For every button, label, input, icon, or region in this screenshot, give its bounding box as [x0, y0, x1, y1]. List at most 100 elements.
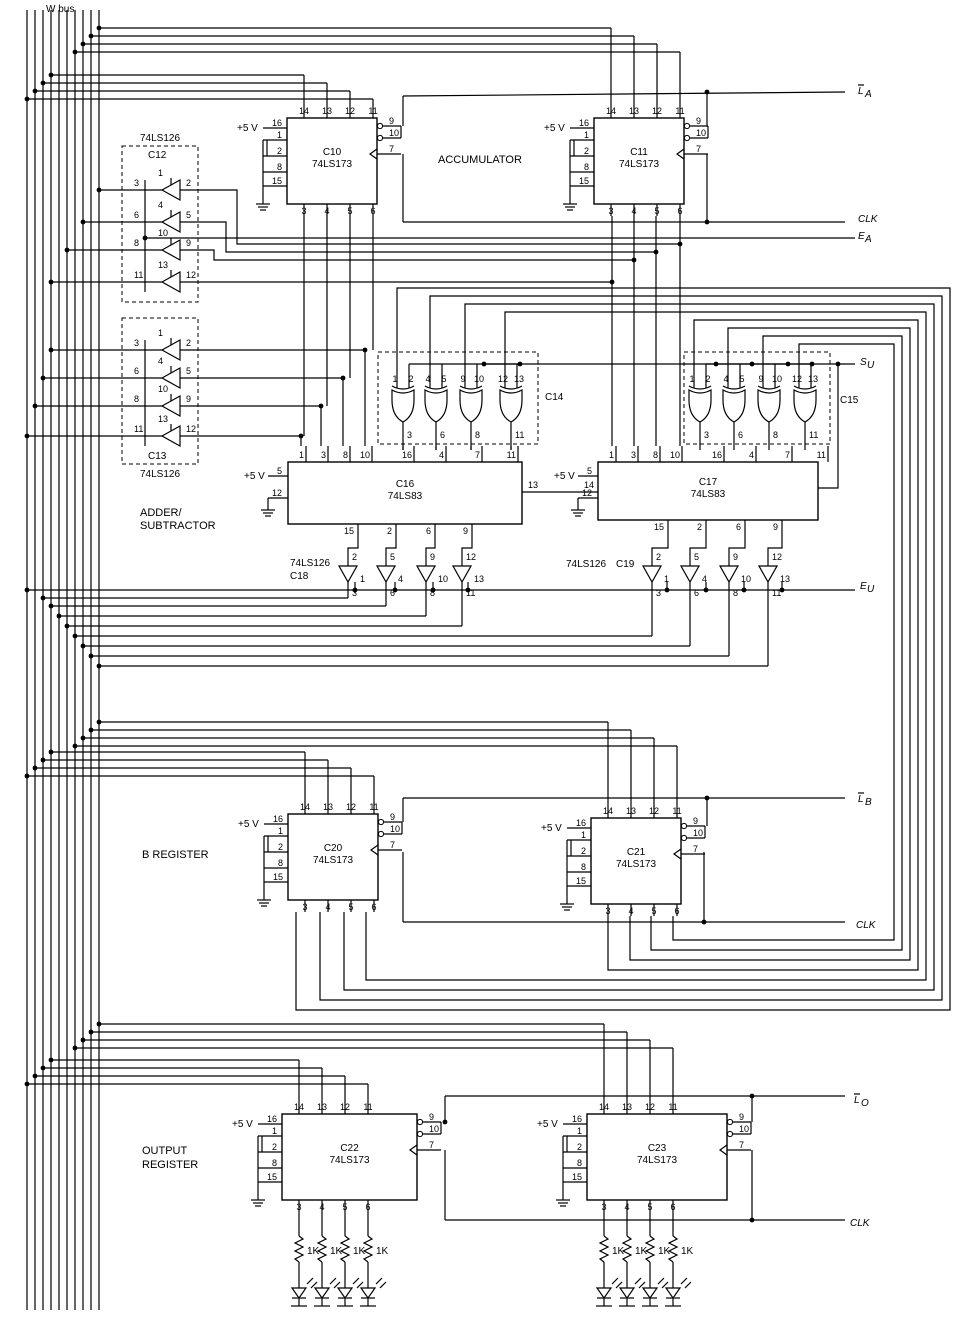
pin-number-right: 10 — [693, 828, 703, 838]
junction-dot — [442, 1119, 448, 1125]
xor-gate — [424, 388, 448, 423]
junction-dot — [32, 765, 38, 771]
junction-dot — [32, 1073, 38, 1079]
inversion-bubble — [680, 822, 688, 830]
light-arrow — [306, 1277, 314, 1285]
wire — [295, 287, 951, 1011]
pin-number-right: 7 — [693, 844, 698, 854]
pin-number-bottom: 2 — [697, 522, 702, 532]
pin-number-out: 8 — [475, 430, 480, 440]
pin-number-left: 15 — [267, 1172, 277, 1182]
pin-number-right: 9 — [390, 812, 395, 822]
chip-id: C21 — [627, 847, 646, 858]
pin-number-top: 12 — [649, 806, 659, 816]
chip-id: C23 — [648, 1143, 667, 1154]
junction-dot — [749, 1217, 755, 1223]
chip-part: 74LS173 — [619, 159, 659, 170]
chip-id: C16 — [396, 479, 415, 490]
pin-number-top: 13 — [622, 1102, 632, 1112]
buffer-gate — [375, 565, 397, 584]
pin-number-bottom: 6 — [674, 906, 679, 916]
pin-number-in: 5 — [186, 366, 191, 376]
pin-number-out: 8 — [134, 394, 139, 404]
pin-number-left: 1 — [584, 130, 589, 140]
pin-number-top: 7 — [785, 450, 790, 460]
pin-number-in: 13 — [514, 374, 524, 384]
xor-gate — [459, 388, 483, 423]
xor-gate — [793, 388, 817, 423]
clock-edge — [675, 148, 685, 160]
inversion-bubble — [680, 834, 688, 842]
junction-dot — [72, 743, 78, 749]
resistor — [293, 1235, 305, 1263]
clock-edge — [368, 148, 378, 160]
light-arrow — [333, 1281, 341, 1289]
wire — [650, 335, 903, 951]
light-arrow — [657, 1277, 665, 1285]
junction-dot — [631, 257, 637, 263]
chip-id: C10 — [323, 147, 342, 158]
pin-number-top: 13 — [317, 1102, 327, 1112]
pin-number-left: 15 — [576, 876, 586, 886]
buffer-gate — [415, 565, 437, 584]
resistor-value: 1K — [353, 1246, 366, 1257]
chip-outline — [121, 317, 199, 465]
wire — [767, 534, 783, 566]
junction-dot — [72, 633, 78, 639]
junction-dot — [48, 347, 54, 353]
junction-dot — [88, 727, 94, 733]
pin-number-out: 3 — [407, 430, 412, 440]
xor-gate-back — [424, 385, 448, 390]
led — [290, 1287, 308, 1300]
pin-number-top: 14 — [299, 106, 309, 116]
wire — [365, 311, 927, 981]
junction-dot — [72, 49, 78, 55]
wire — [672, 343, 895, 941]
resistor — [316, 1235, 328, 1263]
pin-number-in: 2 — [186, 338, 191, 348]
pin-number-right: 9 — [739, 1112, 744, 1122]
pin-number-top: 1 — [299, 450, 304, 460]
inversion-bubble — [377, 818, 385, 826]
pin-number-top: 1 — [609, 450, 614, 460]
chip-body — [597, 461, 819, 521]
junction-dot — [24, 587, 30, 593]
junction-dot — [80, 1037, 86, 1043]
light-arrow — [661, 1281, 669, 1289]
wire — [402, 91, 846, 97]
chip-id-c18: C18 — [290, 571, 309, 582]
chip-id: C20 — [324, 843, 343, 854]
pin-number-in: 2 — [186, 178, 191, 188]
pin-number-bottom: 6 — [426, 526, 431, 536]
pin-number-en: 1 — [360, 574, 365, 584]
xor-gate-back — [499, 385, 523, 390]
pin-number-right: 9 — [429, 1112, 434, 1122]
pin-number-top: 14 — [300, 802, 310, 812]
svg-text:L: L — [858, 86, 864, 97]
pin-number-right: 13 — [528, 480, 538, 490]
chip-part-c13: 74LS126 — [140, 469, 180, 480]
pin-number-bottom: 4 — [324, 206, 329, 216]
pin-number-en: 10 — [741, 574, 751, 584]
junction-dot — [80, 643, 86, 649]
xor-gate-back — [459, 385, 483, 390]
pin-number-top: 12 — [652, 106, 662, 116]
pin-number-bottom: 3 — [608, 206, 613, 216]
pin-number-top: 10 — [360, 450, 370, 460]
wire — [319, 295, 943, 1001]
pin-number-bottom: 3 — [605, 906, 610, 916]
pin-number-out: 11 — [134, 270, 143, 280]
pin-number-bottom: 2 — [387, 526, 392, 536]
pin-number-left: 8 — [272, 1158, 277, 1168]
signal-clk-b: CLK — [856, 920, 877, 931]
pin-number-right: 7 — [390, 840, 395, 850]
pin-number-bottom: 4 — [319, 1202, 324, 1212]
resistor-value: 1K — [681, 1246, 694, 1257]
light-arrow — [611, 1277, 619, 1285]
resistor-value: 1K — [658, 1246, 671, 1257]
junction-dot — [80, 735, 86, 741]
